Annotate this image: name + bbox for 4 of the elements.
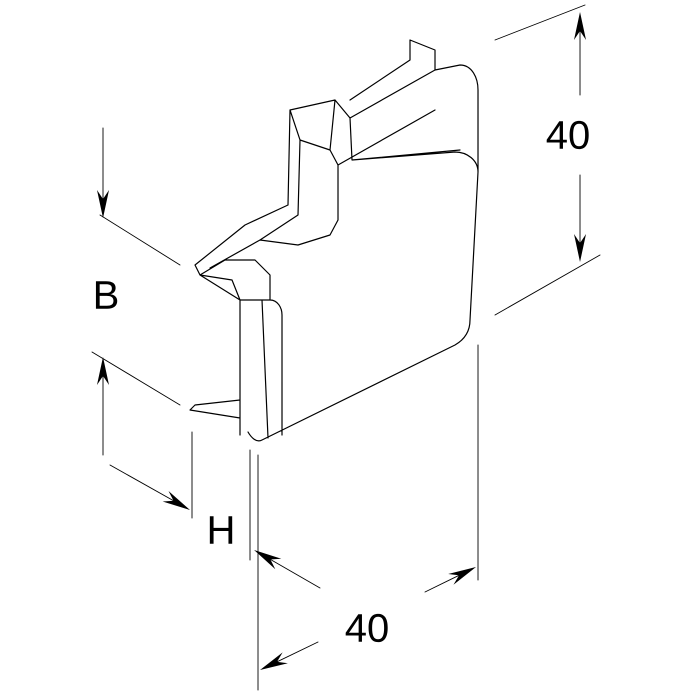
dimension-label: B: [96, 281, 118, 309]
dimension-label: 40: [546, 120, 589, 150]
dimension-label: H: [210, 516, 232, 544]
dimension-label: 40: [346, 614, 388, 642]
